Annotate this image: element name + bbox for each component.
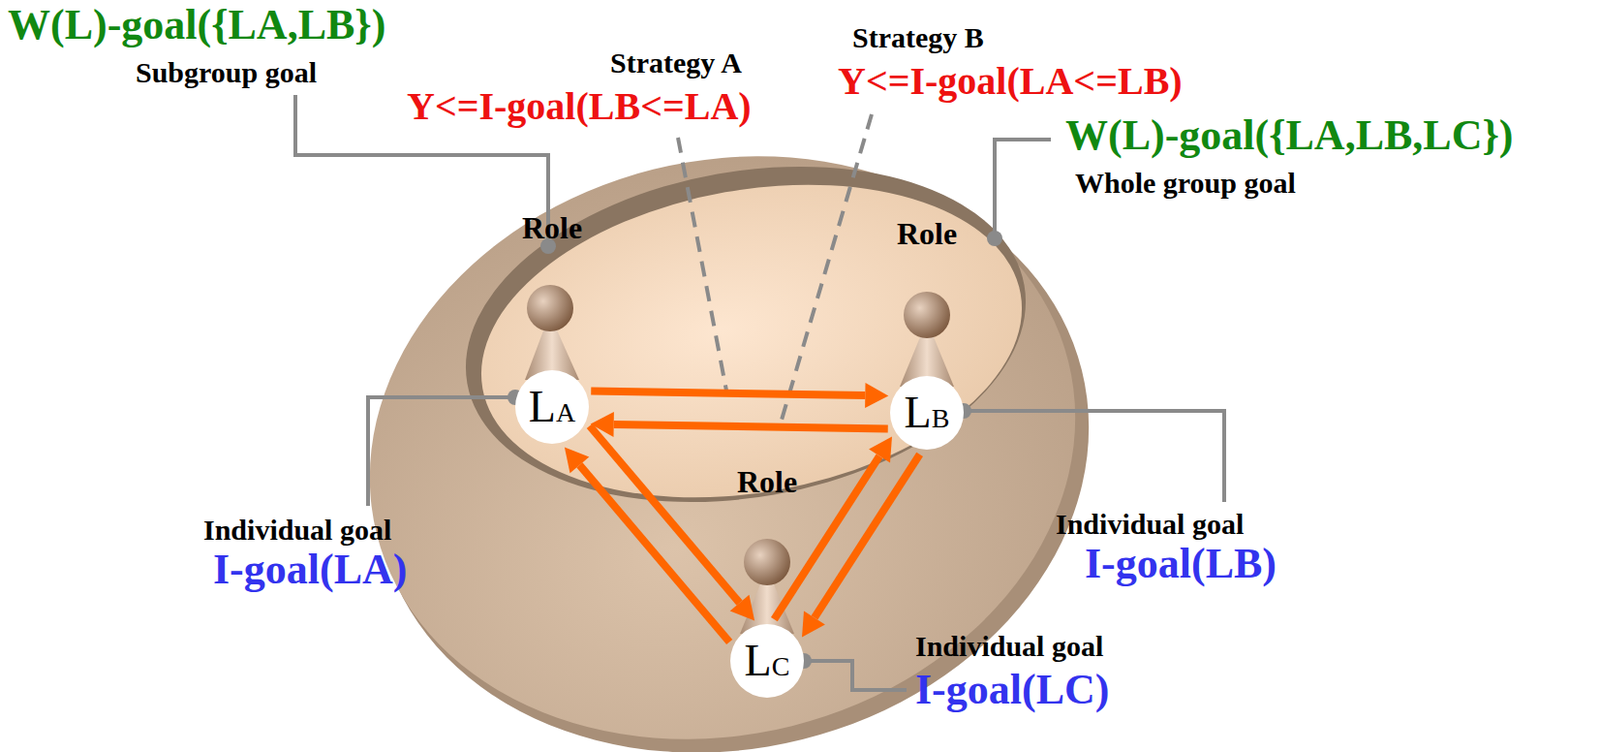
outer-disc	[307, 83, 1138, 752]
learner-name: LA	[528, 384, 576, 430]
leader-dot	[986, 230, 1003, 247]
learner-circle: RoleLC	[730, 623, 804, 698]
leader-line	[368, 397, 516, 506]
interaction-arrow	[589, 426, 755, 621]
interaction-arrow	[564, 447, 730, 643]
learner-circle: RoleLA	[515, 369, 589, 444]
strategy-formula: Y<=I-goal(LA<=LB)	[837, 60, 1183, 103]
callout-label: Subgroup goal	[135, 56, 317, 89]
callout-label: Individual goal	[203, 513, 392, 546]
learner-circle: RoleLB	[890, 375, 964, 450]
person-figure	[739, 538, 795, 634]
dashed-leader	[779, 114, 872, 427]
leader-line	[994, 139, 1051, 237]
callout-label: Individual goal	[915, 629, 1104, 662]
callout-label: Strategy B	[852, 21, 985, 54]
interaction-arrow	[801, 454, 921, 638]
goal-formula: I-goal(LC)	[915, 666, 1109, 713]
goal-formula: W(L)-goal({LA,LB,LC})	[1065, 112, 1513, 159]
person-figure	[899, 291, 954, 387]
goal-formula: W(L)-goal({LA,LB})	[7, 1, 386, 49]
interaction-arrow	[590, 382, 889, 408]
goal-formula: I-goal(LB)	[1084, 540, 1277, 587]
callout-label: Strategy A	[610, 46, 742, 79]
role-label: Role	[896, 216, 957, 251]
person-figure	[524, 284, 580, 380]
leader-line	[963, 410, 1225, 502]
inner-floor	[456, 144, 1047, 537]
role-label: Role	[522, 211, 583, 246]
goal-formula: I-goal(LA)	[213, 546, 407, 593]
learner-name: LC	[744, 638, 791, 683]
inner-wall	[438, 124, 1052, 544]
callout-label: Individual goal	[1055, 507, 1244, 540]
role-label: Role	[737, 464, 798, 499]
learner-name: LB	[904, 390, 951, 435]
dashed-leader	[677, 137, 727, 391]
callout-label: Whole group goal	[1075, 166, 1296, 199]
strategy-formula: Y<=I-goal(LB<=LA)	[406, 85, 752, 128]
leader-line	[803, 660, 907, 690]
interaction-arrow	[590, 411, 889, 437]
